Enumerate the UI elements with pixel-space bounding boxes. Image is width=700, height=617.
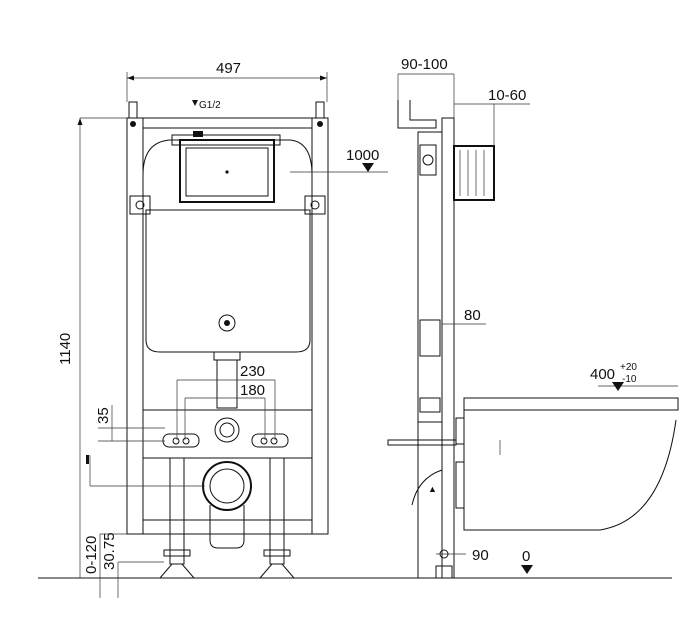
frame-depth-dimension: 80 xyxy=(464,307,481,324)
flush-plate-opening xyxy=(179,139,275,203)
pipe-arrow-icon xyxy=(192,100,198,106)
floor-level-label: 0 xyxy=(522,548,530,565)
svg-text:▲: ▲ xyxy=(428,484,437,494)
frame-left-upright xyxy=(126,117,144,535)
floor-level-icon xyxy=(521,565,533,574)
height-dimension: 1140 xyxy=(57,333,74,365)
side-view: 90-100 10-60 80 ▲ 400 +20 -10 90 0 xyxy=(387,56,679,579)
pipe-size-label: G1/2 xyxy=(199,100,221,111)
offset-dimension: 35 xyxy=(95,407,112,424)
bottom-offset-dimension: 90 xyxy=(472,547,489,564)
front-view: 497 G1/2 1140 1000 230 180 35 xyxy=(57,60,388,598)
base-offset-dimension: 30.75 xyxy=(101,532,118,570)
right-bolt-slot xyxy=(251,433,289,448)
cistern-logo-icon xyxy=(218,314,236,332)
bowl-level-icon xyxy=(612,382,624,391)
frame-right-upright xyxy=(311,117,329,535)
water-level-dimension: 1000 xyxy=(346,147,379,164)
level-marker-icon xyxy=(362,163,374,172)
left-bolt-slot xyxy=(162,433,200,448)
bowl-tolerance-minus: -10 xyxy=(622,374,637,385)
wall-plate xyxy=(441,117,455,579)
lower-mounting-plate xyxy=(142,409,313,459)
width-dimension: 497 xyxy=(216,60,241,77)
bolt-spacing-outer: 230 xyxy=(240,363,265,380)
bowl-height-dimension: 400 xyxy=(590,366,615,383)
flush-plate-side xyxy=(453,145,495,201)
cistern-tank xyxy=(145,209,311,353)
toilet-bowl xyxy=(463,397,679,411)
wall-gap-dimension: 10-60 xyxy=(488,87,526,104)
leg-adjust-dimension: 0-120 xyxy=(83,536,100,574)
left-leg xyxy=(169,457,185,565)
right-leg xyxy=(269,457,285,565)
flush-inlet xyxy=(214,417,240,443)
bolt-spacing-inner: 180 xyxy=(240,382,265,399)
depth-dimension: 90-100 xyxy=(401,56,448,73)
bowl-tolerance-plus: +20 xyxy=(620,362,637,373)
